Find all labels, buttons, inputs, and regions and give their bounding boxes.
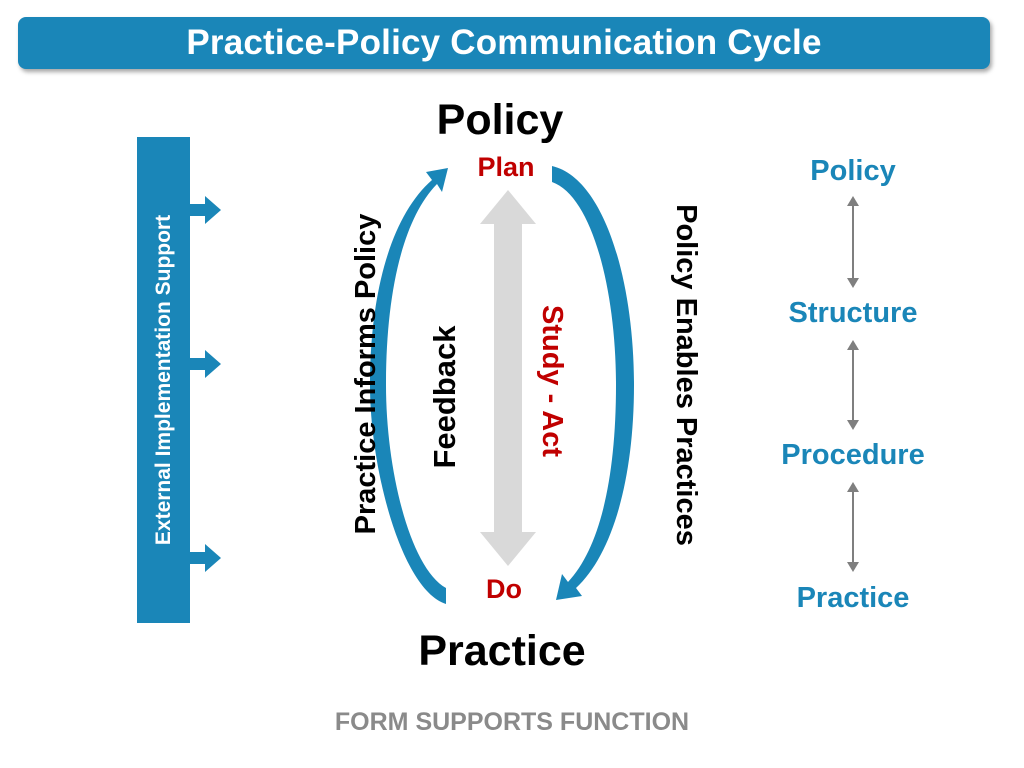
- support-arrow-1: [190, 196, 221, 224]
- support-bar: [137, 137, 190, 623]
- hierarchy-structure: Structure: [788, 297, 918, 329]
- policy-top-label: Policy: [436, 96, 564, 144]
- footer-tagline: FORM SUPPORTS FUNCTION: [334, 708, 690, 736]
- do-label: Do: [486, 574, 522, 604]
- feedback-double-arrow: [480, 190, 536, 566]
- practice-informs-policy-label: Practice Informs Policy: [349, 213, 382, 535]
- practice-bottom-label: Practice: [418, 627, 586, 675]
- hierarchy-arrow-2: [847, 340, 859, 430]
- support-arrow-3: [190, 544, 221, 572]
- hierarchy-policy: Policy: [810, 155, 896, 187]
- plan-label: Plan: [477, 152, 535, 182]
- study-act-label: Study - Act: [536, 305, 569, 457]
- page-title: Practice-Policy Communication Cycle: [186, 23, 822, 62]
- support-arrow-2: [190, 350, 221, 378]
- hierarchy-practice: Practice: [796, 582, 910, 614]
- right-curved-arrow: [552, 166, 634, 600]
- hierarchy-arrow-1: [847, 196, 859, 288]
- support-bar-label: External Implementation Support: [152, 214, 175, 546]
- title-bar: Practice-Policy Communication Cycle: [18, 17, 990, 69]
- hierarchy-arrow-3: [847, 482, 859, 572]
- policy-enables-practices-label: Policy Enables Practices: [670, 204, 703, 546]
- left-curved-arrow: [370, 168, 448, 604]
- feedback-label: Feedback: [427, 325, 462, 469]
- hierarchy-procedure: Procedure: [781, 439, 925, 471]
